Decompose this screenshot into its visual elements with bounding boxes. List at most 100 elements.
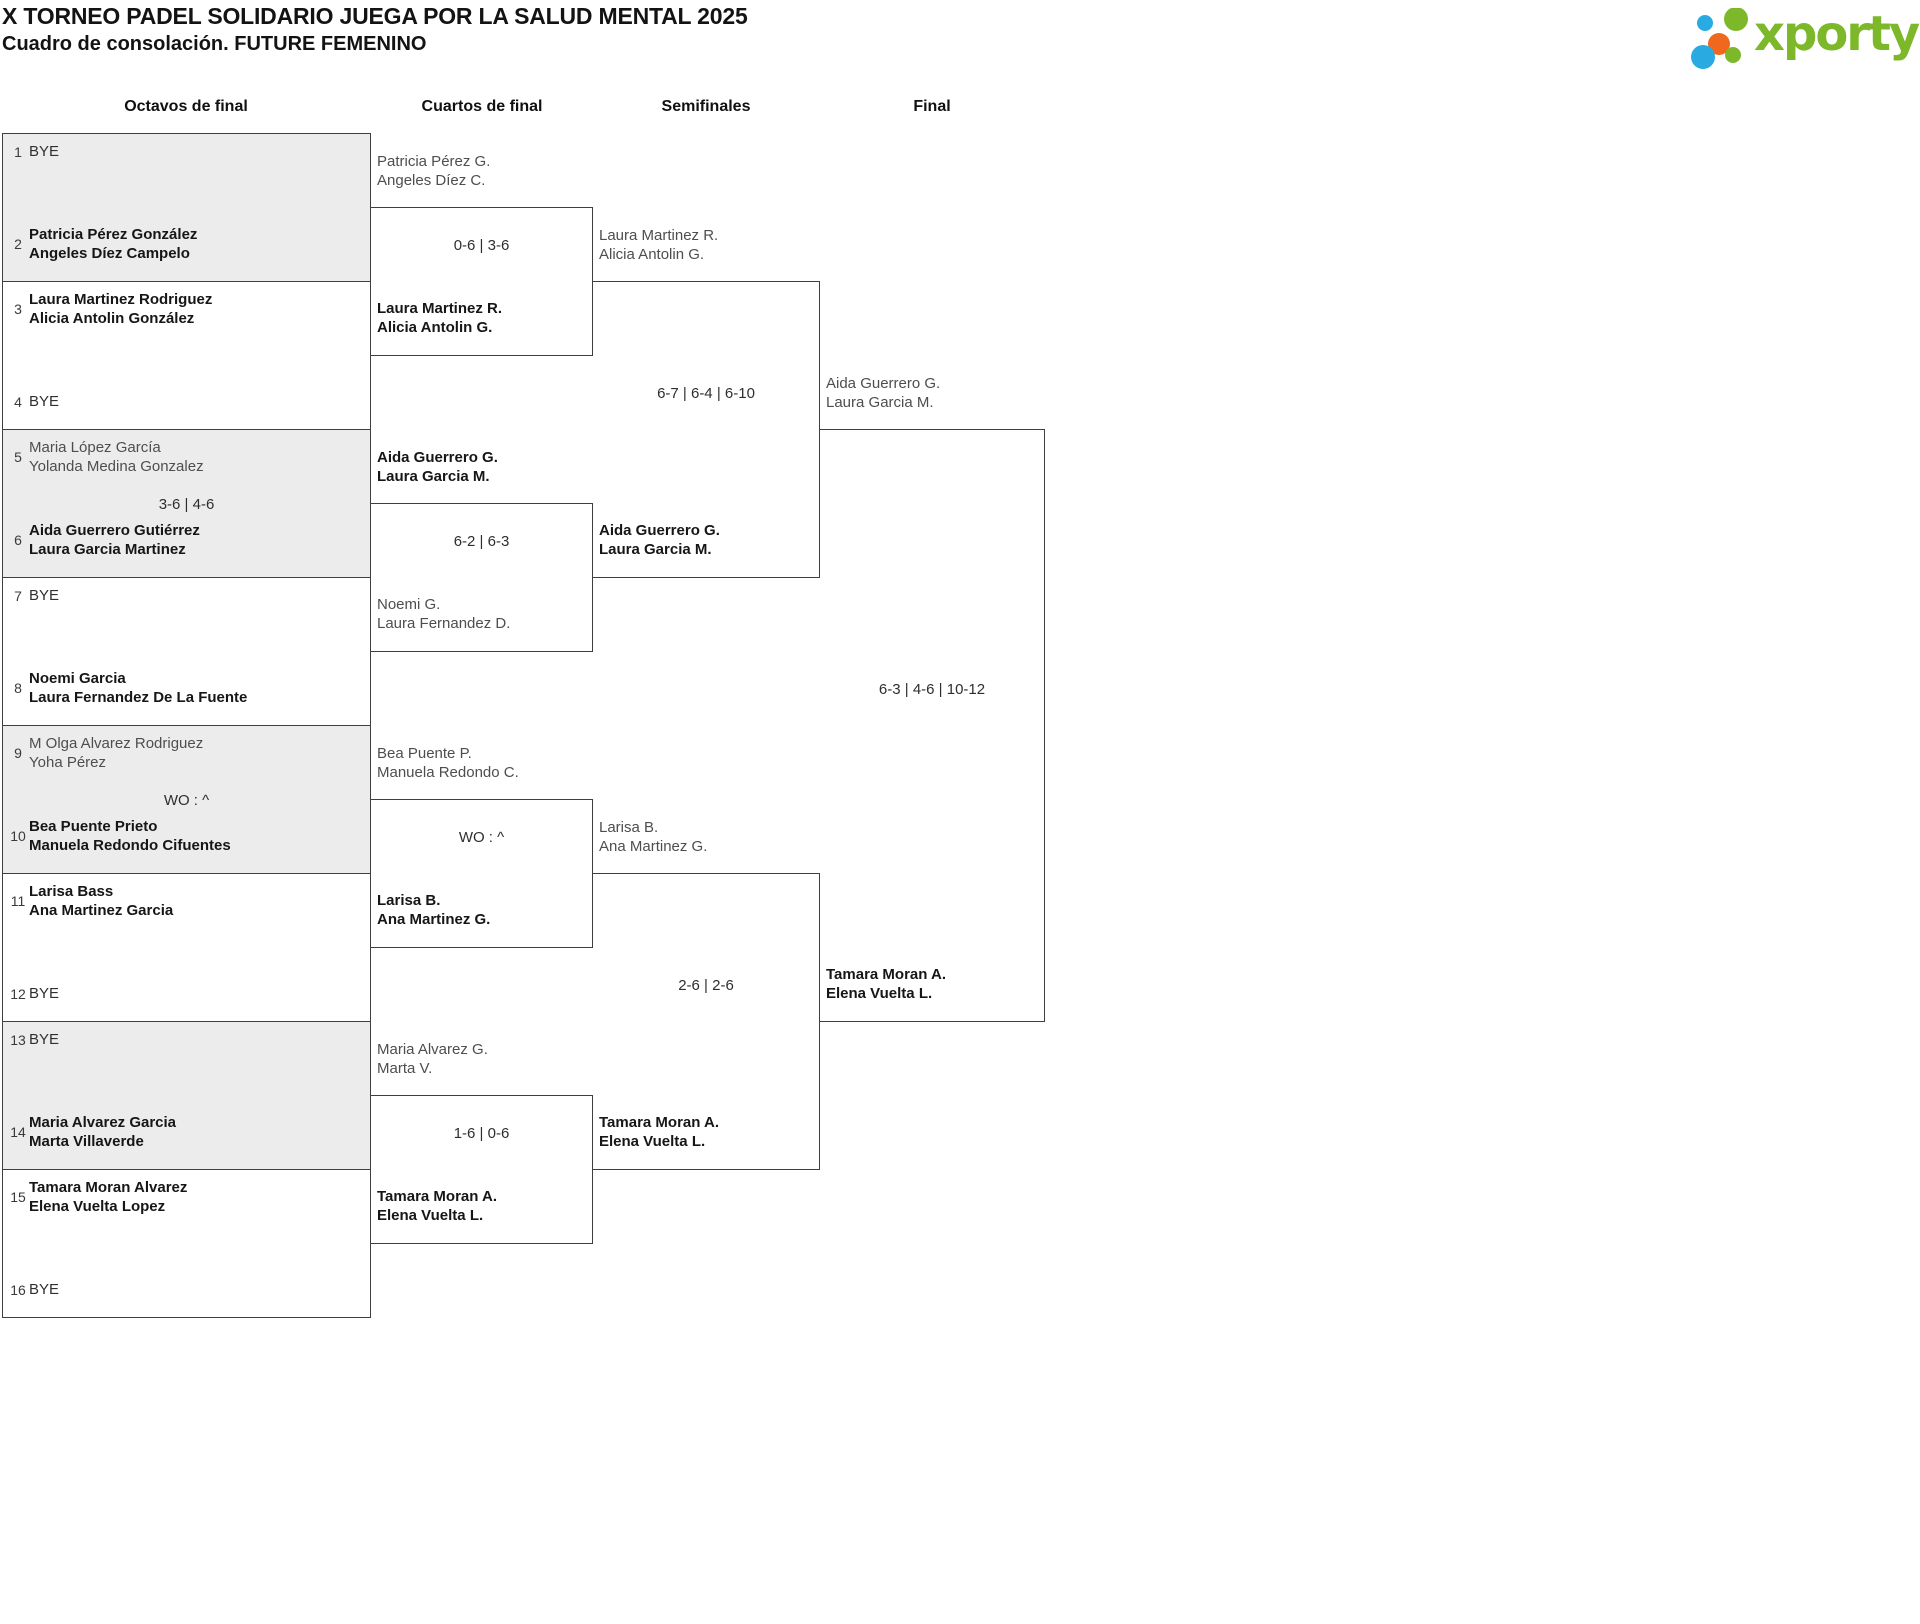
match-score: 6-2 | 6-3 [453, 533, 510, 550]
team-name-line: BYE [29, 1031, 60, 1048]
seed-number: 13 [10, 1031, 26, 1048]
sf-match-box-2: Larisa B. Ana Martinez G. Tamara Moran A. E… [593, 819, 820, 1170]
team-name-line: Maria López García [29, 439, 161, 456]
team-name-line: Aida Guerrero G. [377, 449, 498, 466]
seed-number: 7 [14, 587, 22, 604]
page-title: X TORNEO PADEL SOLIDARIO JUEGA POR LA SA… [2, 3, 748, 29]
team-name-line: Bea Puente P. [377, 745, 472, 762]
team-name-line: M Olga Alvarez Rodriguez [29, 735, 204, 752]
team-name-line: Aida Guerrero G. [599, 522, 720, 539]
team-name-line: Elena Vuelta Lopez [29, 1198, 166, 1215]
team-name-line: BYE [29, 143, 60, 160]
seed-number: 10 [10, 828, 26, 844]
team-label: Maria Alvarez G. Marta V. [377, 1040, 488, 1078]
seed-number: 4 [14, 393, 22, 410]
seed-number: 14 [10, 1124, 26, 1140]
seed-number: 9 [14, 745, 22, 761]
team-name-line: Yolanda Medina Gonzalez [29, 458, 204, 475]
team-label: Aida Guerrero G.Laura Garcia M. [377, 448, 498, 486]
team-name-line: Marta V. [377, 1060, 433, 1077]
team-label: Tamara Moran A.Elena Vuelta L. [377, 1187, 497, 1225]
team-name-line: Larisa Bass [29, 883, 114, 900]
team-name-line: Patricia Pérez González [29, 226, 198, 243]
final-match-box-1: Aida Guerrero G.Laura Garcia M.Tamara Mo… [820, 375, 1045, 1022]
team-name-line: Yoha Pérez [29, 754, 107, 771]
xporty-logo[interactable]: xporty [1682, 2, 1920, 74]
team-name-line: Maria Alvarez G. [377, 1041, 488, 1058]
match-score: 1-6 | 0-6 [453, 1125, 510, 1142]
qf-match-box-4: Maria Alvarez G. Marta V. Tamara Moran A.E… [371, 1041, 593, 1244]
team-name-line: Manuela Redondo Cifuentes [29, 837, 231, 854]
bracket-seed-entry: 1 BYE [7, 142, 59, 161]
team-name-line: Manuela Redondo C. [377, 764, 519, 781]
team-name-line: Maria Alvarez Garcia [29, 1114, 177, 1131]
seed-number: 16 [10, 1281, 26, 1298]
team-name-line: Laura Fernandez De La Fuente [29, 689, 248, 706]
match-score: WO : ^ [458, 829, 505, 846]
seed-number: 5 [14, 449, 22, 465]
team-label: Tamara Moran A. Elena Vuelta L. [599, 1113, 719, 1151]
bracket-seed-entry: 7 BYE [7, 586, 59, 605]
match-score: 2-6 | 2-6 [678, 977, 734, 994]
sf-match-box-1: Laura Martinez R. Alicia Antolin G. Aida G… [593, 227, 820, 578]
team-name-line: Tamara Moran A. [599, 1114, 720, 1131]
xporty-logo-text: xporty [1754, 6, 1920, 62]
match-score: 0-6 | 3-6 [453, 237, 510, 254]
team-name-line: Tamara Moran A. [377, 1188, 498, 1205]
team-name-line: BYE [29, 1281, 60, 1298]
seed-number: 12 [10, 985, 26, 1002]
team-name-line: BYE [29, 587, 60, 604]
team-name-line: Alicia Antolin González [29, 310, 195, 327]
seed-number: 6 [14, 532, 22, 548]
column-header-cuartos: Cuartos de final [421, 98, 543, 115]
team-label: Larisa B. Ana Martinez G. [599, 818, 707, 856]
team-name-line: Alicia Antolin G. [599, 246, 705, 263]
team-name-line: Laura Garcia Martinez [29, 541, 186, 558]
match-score: 6-3 | 4-6 | 10-12 [878, 681, 986, 698]
team-label: Bea Puente P. Manuela Redondo C. [377, 744, 519, 782]
team-name-line: Elena Vuelta L. [599, 1133, 706, 1150]
column-header-final: Final [913, 98, 951, 115]
match-score: WO : ^ [163, 792, 210, 809]
team-name-line: Laura Martinez R. [377, 300, 503, 317]
team-name-line: Bea Puente Prieto [29, 818, 158, 835]
column-header-semifinales: Semifinales [661, 98, 751, 115]
seed-number: 1 [14, 143, 22, 160]
team-label: Laura Martinez R. Alicia Antolin G. [599, 226, 718, 264]
column-header-octavos: Octavos de final [124, 98, 248, 115]
team-name-line: Laura Martinez R. [599, 227, 719, 244]
xporty-logo-dots-icon [1691, 8, 1748, 69]
team-name-line: Tamara Moran A. [826, 966, 947, 983]
team-name-line: Ana Martinez G. [599, 838, 708, 855]
qf-match-box-3: Bea Puente P.Manuela Redondo C.Larisa B.… [371, 745, 593, 948]
team-label: BYE [29, 984, 59, 1003]
team-name-line: Larisa B. [599, 819, 659, 836]
